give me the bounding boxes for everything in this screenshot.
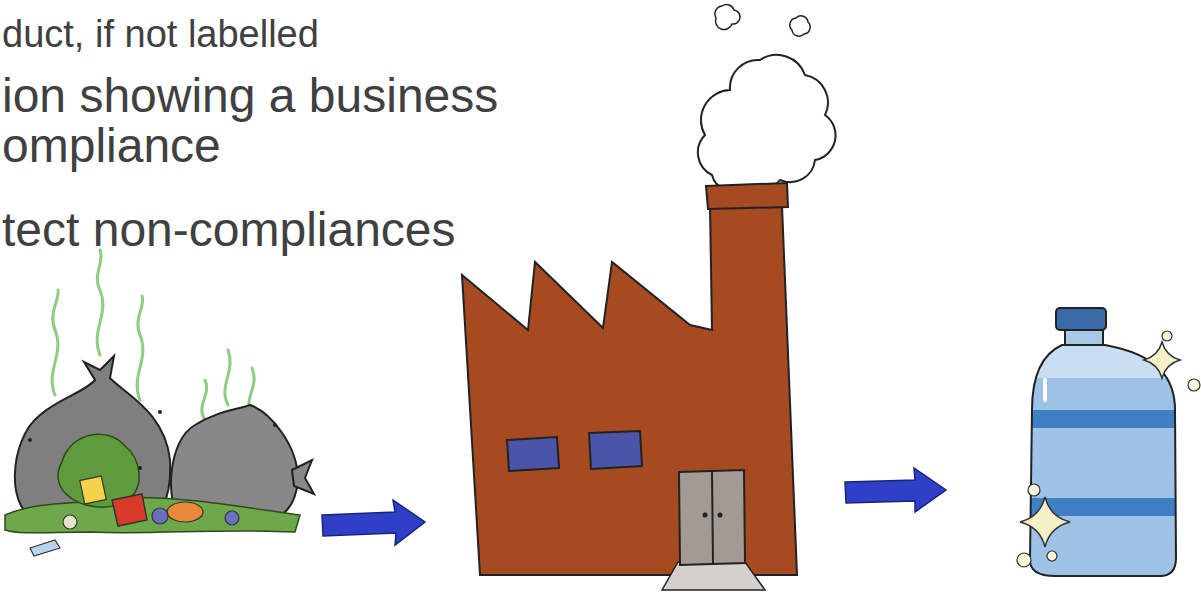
stink-line bbox=[202, 380, 207, 420]
smoke-puff bbox=[715, 5, 740, 30]
bullet-text: tect non-compliances bbox=[2, 205, 602, 255]
sparkle-dot bbox=[1188, 379, 1200, 391]
bottle-band bbox=[1028, 410, 1180, 428]
factory-building bbox=[462, 206, 797, 575]
bottle-shine bbox=[1043, 380, 1047, 400]
smoke-puff bbox=[790, 16, 810, 36]
chimney-cap bbox=[706, 183, 788, 209]
factory-window bbox=[589, 431, 642, 469]
bag-knot bbox=[292, 460, 314, 494]
door-knob bbox=[718, 513, 723, 518]
bullet-text: ion showing a business ompliance bbox=[2, 71, 532, 171]
factory-door bbox=[679, 470, 745, 565]
trash-item bbox=[225, 511, 239, 525]
sparkle-dot bbox=[1028, 484, 1040, 496]
stink-line bbox=[137, 296, 143, 400]
door-knob bbox=[703, 513, 708, 518]
fly bbox=[138, 466, 142, 470]
fly bbox=[273, 423, 277, 427]
sparkle bbox=[1144, 342, 1180, 378]
trash-greens bbox=[58, 434, 139, 507]
bottle-cap bbox=[1056, 308, 1106, 330]
stink-line bbox=[225, 350, 230, 405]
trash-peel bbox=[167, 502, 203, 522]
flow-arrow bbox=[845, 468, 946, 512]
bottle-outline bbox=[1030, 345, 1176, 576]
trash-cup bbox=[112, 494, 147, 526]
trash-slime bbox=[5, 497, 300, 532]
trash-bottle bbox=[30, 540, 60, 556]
stink-line bbox=[97, 250, 103, 355]
trash-fries bbox=[80, 476, 107, 504]
door-step bbox=[662, 562, 765, 590]
trash-item bbox=[63, 515, 77, 529]
flow-arrow bbox=[322, 500, 425, 545]
sparkle-dot bbox=[1047, 551, 1057, 561]
smoke-cloud bbox=[698, 55, 836, 190]
door-split bbox=[712, 471, 713, 564]
sparkle-dot bbox=[1162, 331, 1172, 341]
fly bbox=[158, 410, 162, 414]
bullet-text: duct, if not labelled bbox=[2, 12, 602, 56]
stink-line bbox=[52, 290, 58, 395]
trash-item bbox=[152, 508, 168, 524]
sparkle bbox=[1020, 497, 1070, 547]
bottle-water bbox=[1028, 378, 1180, 578]
factory-window bbox=[507, 437, 559, 471]
sparkle-dot bbox=[1017, 553, 1031, 567]
fly bbox=[28, 438, 32, 442]
